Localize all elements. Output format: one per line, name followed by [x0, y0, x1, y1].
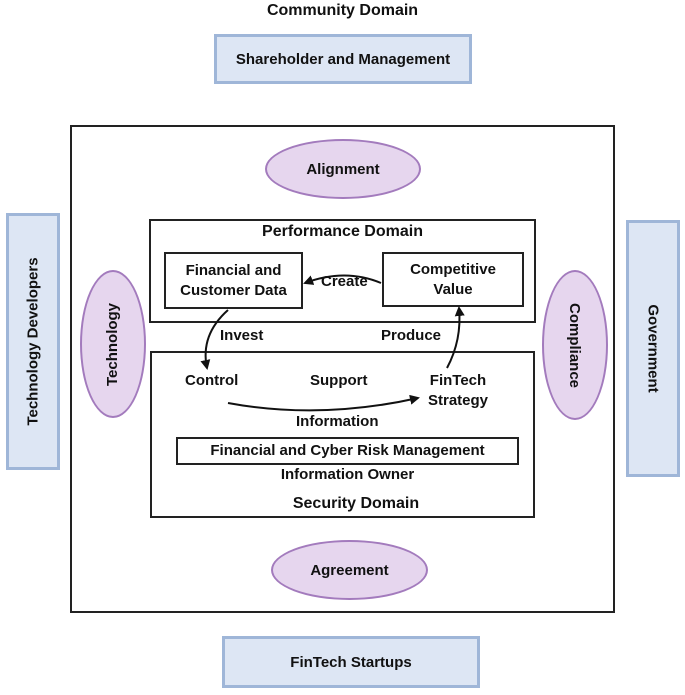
- stakeholder-top-box: Shareholder and Management: [214, 34, 472, 84]
- competitive-value-box: Competitive Value: [382, 252, 524, 307]
- risk-management-label: Financial and Cyber Risk Management: [210, 442, 485, 459]
- control-label: Control: [185, 372, 239, 389]
- diagram-title: Community Domain: [266, 2, 419, 19]
- stakeholder-right-box: Government: [626, 220, 680, 477]
- support-label: Support: [310, 372, 368, 389]
- fintech-line1: FinTech: [429, 372, 487, 389]
- agreement-oval: Agreement: [271, 540, 428, 600]
- performance-domain-title: Performance Domain: [262, 223, 423, 240]
- information-arrow: [227, 394, 420, 412]
- invest-arrow: [200, 309, 229, 370]
- stakeholder-top-label: Shareholder and Management: [235, 50, 451, 68]
- security-domain-title: Security Domain: [292, 495, 420, 512]
- security-domain-box: [150, 351, 535, 518]
- produce-arrow: [446, 306, 465, 369]
- stakeholder-left-box: Technology Developers: [6, 213, 60, 470]
- financial-data-line2: Customer Data: [180, 281, 287, 299]
- community-square: [70, 125, 615, 613]
- agreement-label: Agreement: [310, 561, 389, 579]
- info-owner-label: Information Owner: [280, 466, 415, 483]
- performance-domain-box: [149, 219, 536, 323]
- financial-customer-data-box: Financial and Customer Data: [164, 252, 303, 309]
- risk-management-box: Financial and Cyber Risk Management: [176, 437, 519, 465]
- stakeholder-bottom-label: FinTech Startups: [290, 653, 412, 671]
- alignment-label: Alignment: [306, 160, 380, 178]
- financial-data-line1: Financial and: [185, 261, 282, 279]
- fintech-line2: Strategy: [427, 392, 489, 409]
- invest-label: Invest: [220, 327, 264, 344]
- technology-oval: Technology: [80, 270, 146, 418]
- create-arrow: [303, 274, 382, 285]
- compliance-oval: Compliance: [542, 270, 608, 420]
- stakeholder-bottom-box: FinTech Startups: [222, 636, 480, 688]
- produce-label: Produce: [381, 327, 442, 344]
- competitive-line1: Competitive: [410, 260, 496, 278]
- competitive-line2: Value: [433, 280, 473, 298]
- fintech-strategy-label: FinTech Strategy: [412, 371, 504, 411]
- information-label: Information: [296, 413, 379, 430]
- alignment-oval: Alignment: [265, 139, 421, 199]
